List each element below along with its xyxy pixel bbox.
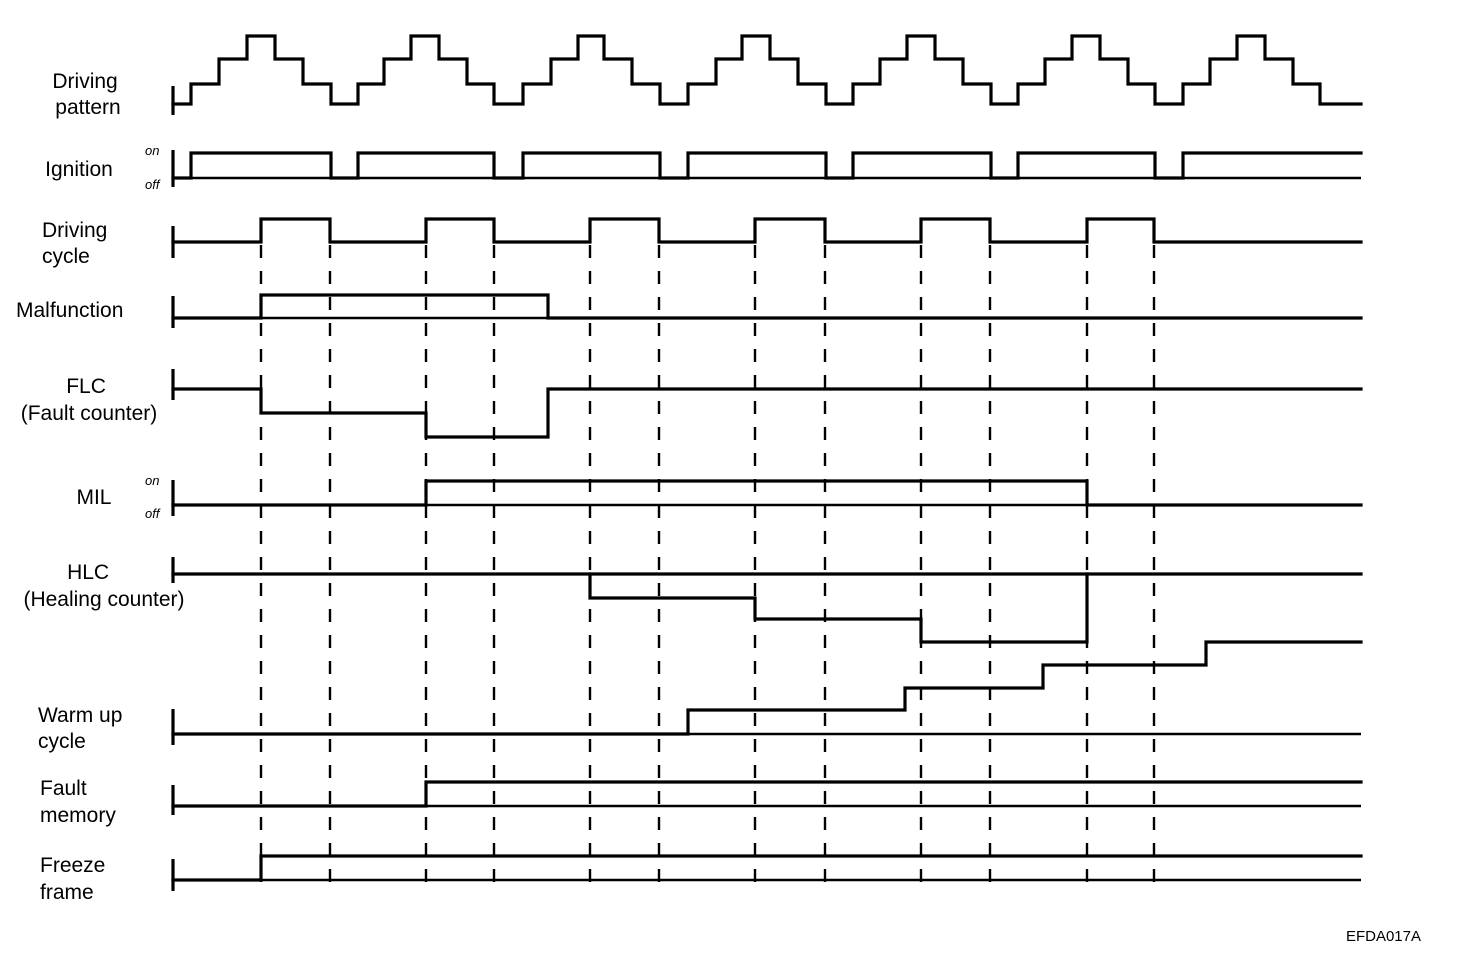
ignition-off-label: off [145, 177, 161, 192]
driving-cycle-waveform [171, 217, 1363, 244]
freeze-frame-waveform [171, 854, 1363, 882]
label-line: FLC [66, 375, 106, 398]
waveforms [171, 34, 1363, 882]
label-line: frame [40, 881, 94, 904]
label-driving-pattern: Driving pattern [52, 70, 123, 119]
label-warm-up-cycle: Warm up cycle [38, 704, 128, 753]
label-ignition: Ignition [45, 158, 113, 181]
state-labels: on off on off [145, 143, 161, 521]
label-flc: FLC (Fault counter) [21, 375, 158, 425]
label-line: Fault [40, 777, 87, 800]
label-line: cycle [42, 245, 90, 268]
label-line: (Fault counter) [21, 402, 158, 425]
label-line: Warm up [38, 704, 122, 727]
warm-up-cycle-waveform [171, 640, 1363, 736]
flc-waveform [171, 387, 1363, 439]
label-hlc: HLC (Healing counter) [23, 561, 184, 611]
label-line: MIL [76, 486, 111, 509]
label-mil: MIL [76, 486, 111, 509]
label-line: memory [40, 804, 116, 827]
label-freeze-frame: Freeze frame [40, 854, 111, 904]
mil-on-label: on [145, 473, 159, 488]
label-line: cycle [38, 730, 86, 753]
label-line: pattern [55, 96, 120, 119]
time-guides [259, 245, 1156, 892]
label-line: HLC [67, 561, 109, 584]
label-line: Malfunction [16, 299, 123, 322]
ignition-on-label: on [145, 143, 159, 158]
label-line: Ignition [45, 158, 113, 181]
row-labels: Driving pattern Ignition Driving cycle M… [16, 70, 185, 904]
malfunction-waveform [171, 293, 1363, 320]
driving-pattern-waveform [171, 34, 1363, 106]
label-line: Driving [42, 219, 107, 242]
label-driving-cycle: Driving cycle [42, 219, 113, 268]
label-line: (Healing counter) [23, 588, 184, 611]
label-line: Freeze [40, 854, 105, 877]
mil-waveform [171, 479, 1363, 507]
mil-off-label: off [145, 506, 161, 521]
ignition-waveform [171, 151, 1363, 180]
figure-code: EFDA017A [1346, 928, 1421, 945]
hlc-waveform [588, 572, 1089, 644]
fault-memory-waveform [171, 780, 1363, 808]
label-line: Driving [52, 70, 117, 93]
label-fault-memory: Fault memory [40, 777, 116, 827]
label-malfunction: Malfunction [16, 299, 123, 322]
